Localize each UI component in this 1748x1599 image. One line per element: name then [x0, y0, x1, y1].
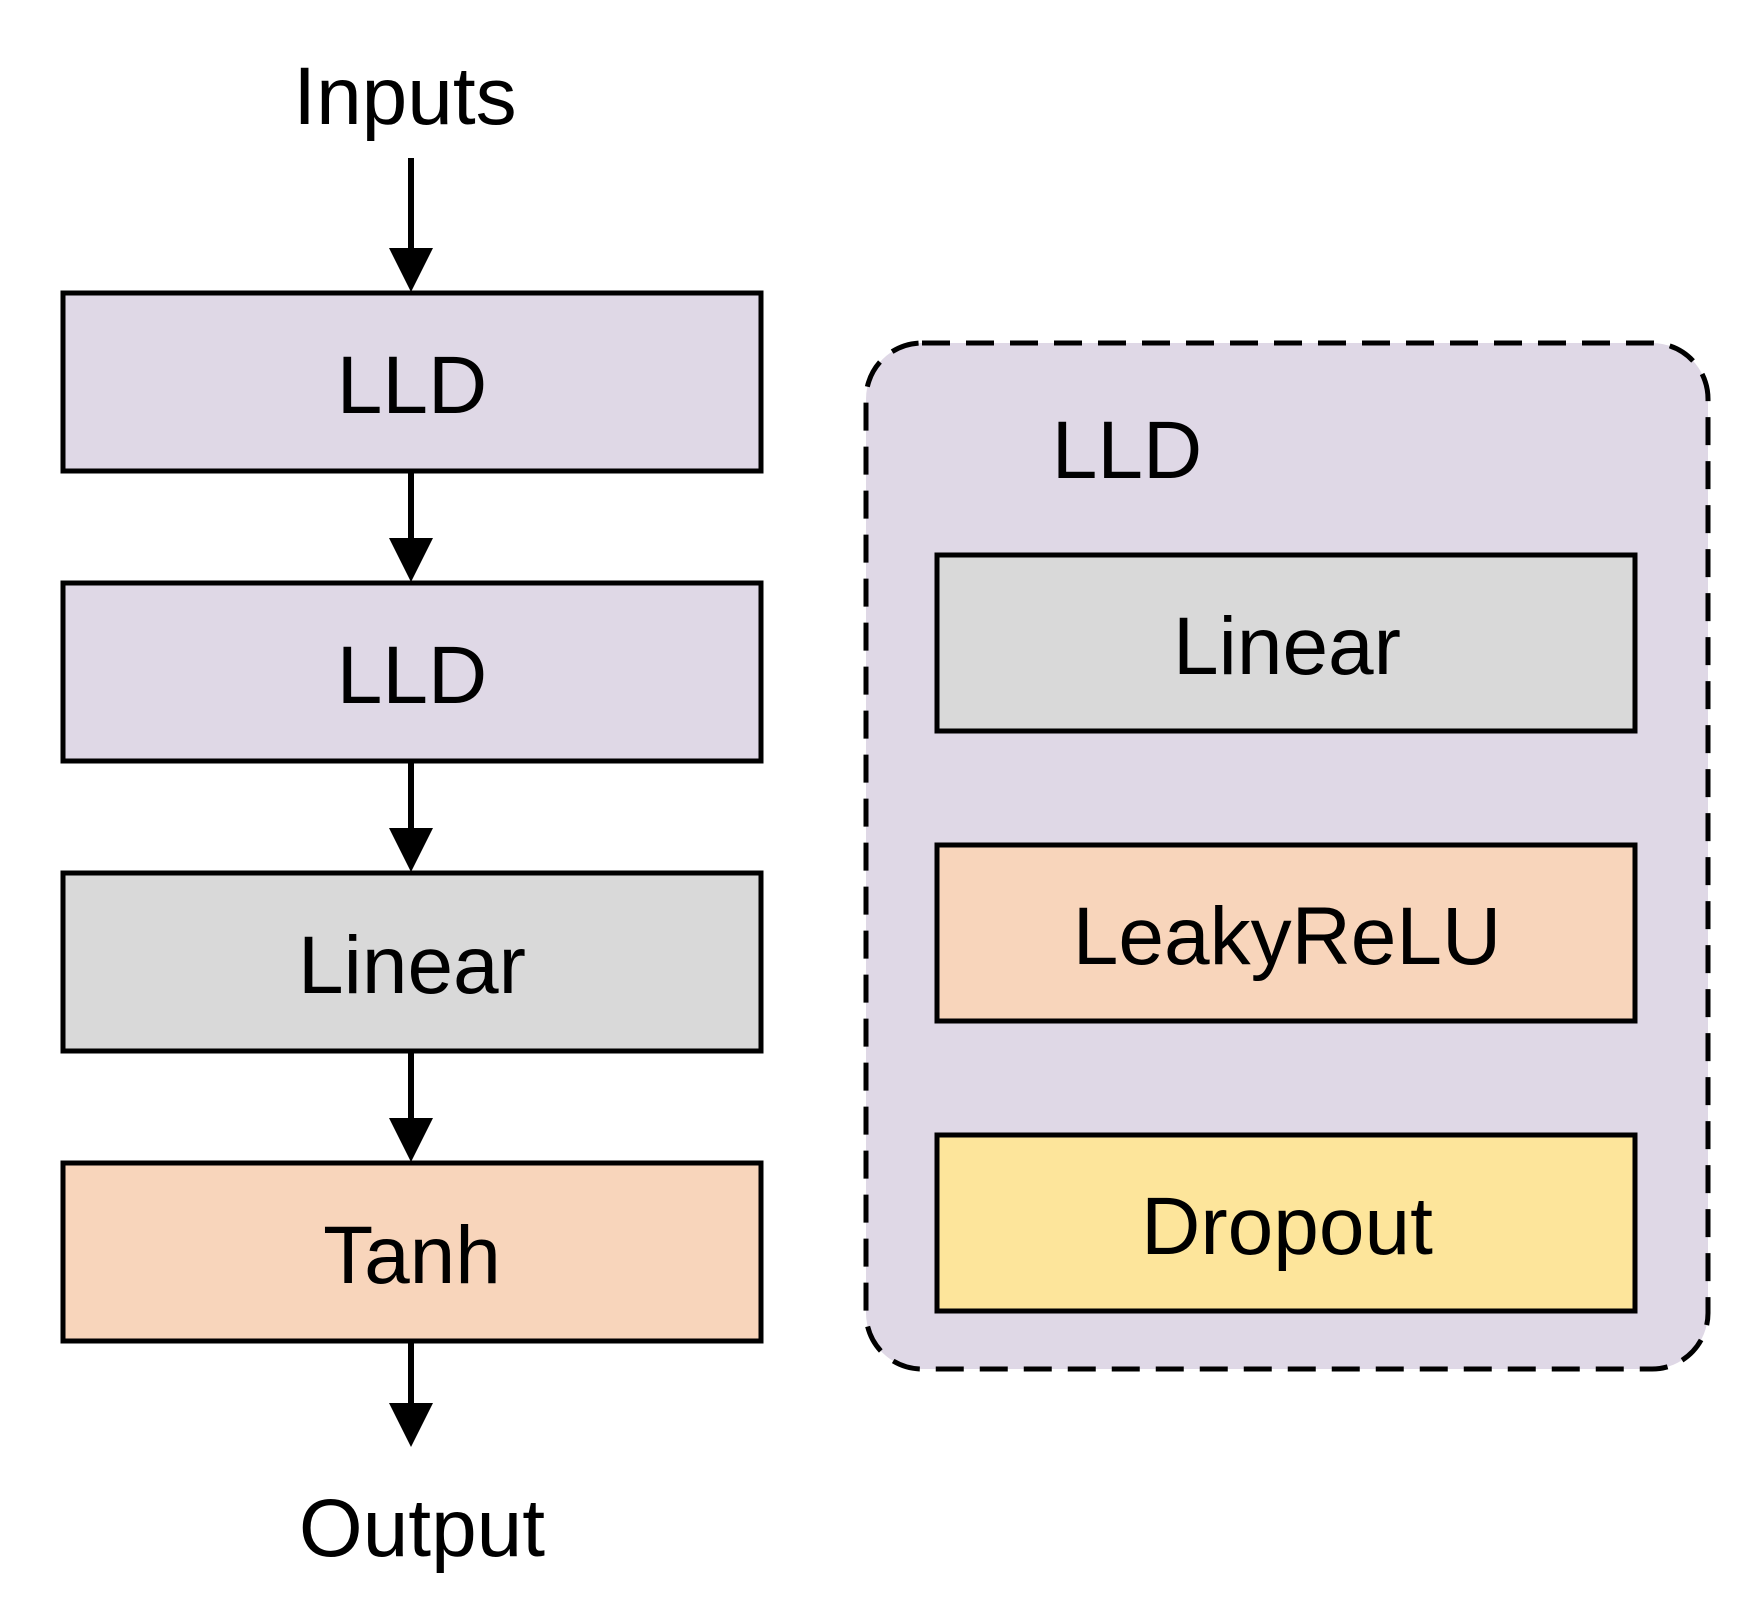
detail-layer-dropout: Dropout: [934, 1132, 1638, 1314]
output-label: Output: [299, 1483, 545, 1574]
lld-detail-title: LLD: [1052, 405, 1202, 496]
arrow-lld-2-to-linear: [389, 763, 433, 872]
detail-layer-leakyrelu: LeakyReLU: [934, 842, 1638, 1024]
lld-detail-panel: LLD Linear LeakyReLU Dropout: [863, 340, 1711, 1372]
arrow-linear-to-tanh: [389, 1053, 433, 1162]
main-block-lld-1: LLD: [60, 290, 764, 474]
detail-layer-leakyrelu-label: LeakyReLU: [1073, 891, 1501, 982]
main-block-lld-2: LLD: [60, 580, 764, 764]
detail-layer-linear-label: Linear: [1173, 601, 1401, 692]
arrow-tanh-to-output: [389, 1343, 433, 1447]
main-block-lld-1-label: LLD: [337, 340, 487, 431]
main-block-linear: Linear: [60, 870, 764, 1054]
detail-layer-linear: Linear: [934, 552, 1638, 734]
arrow-lld-1-to-lld-2: [389, 473, 433, 582]
main-block-lld-2-label: LLD: [337, 630, 487, 721]
main-block-linear-label: Linear: [298, 920, 526, 1011]
arrow-inputs-to-lld-1: [389, 158, 433, 292]
main-block-tanh-label: Tanh: [323, 1210, 501, 1301]
detail-layer-dropout-label: Dropout: [1141, 1181, 1433, 1272]
inputs-label: Inputs: [293, 51, 516, 142]
main-block-tanh: Tanh: [60, 1160, 764, 1344]
